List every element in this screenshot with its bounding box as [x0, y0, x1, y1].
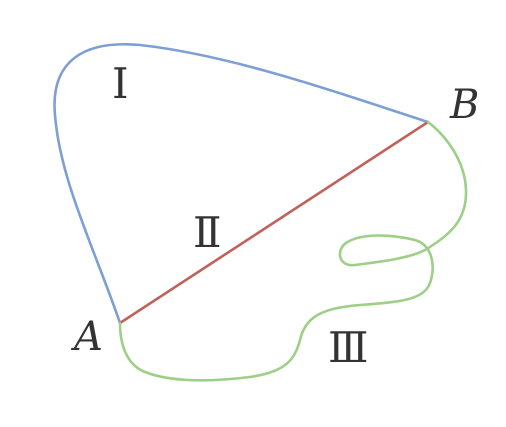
path-II-segment	[118, 120, 430, 325]
path-III-curve	[118, 120, 468, 382]
path-I-curve	[53, 42, 430, 325]
path-I-label: Ⅰ	[112, 59, 129, 108]
path-III-label: Ⅲ	[328, 323, 369, 372]
point-A-label: A	[70, 314, 103, 360]
path-II-label: Ⅱ	[193, 208, 222, 257]
point-B-label: B	[449, 82, 479, 128]
